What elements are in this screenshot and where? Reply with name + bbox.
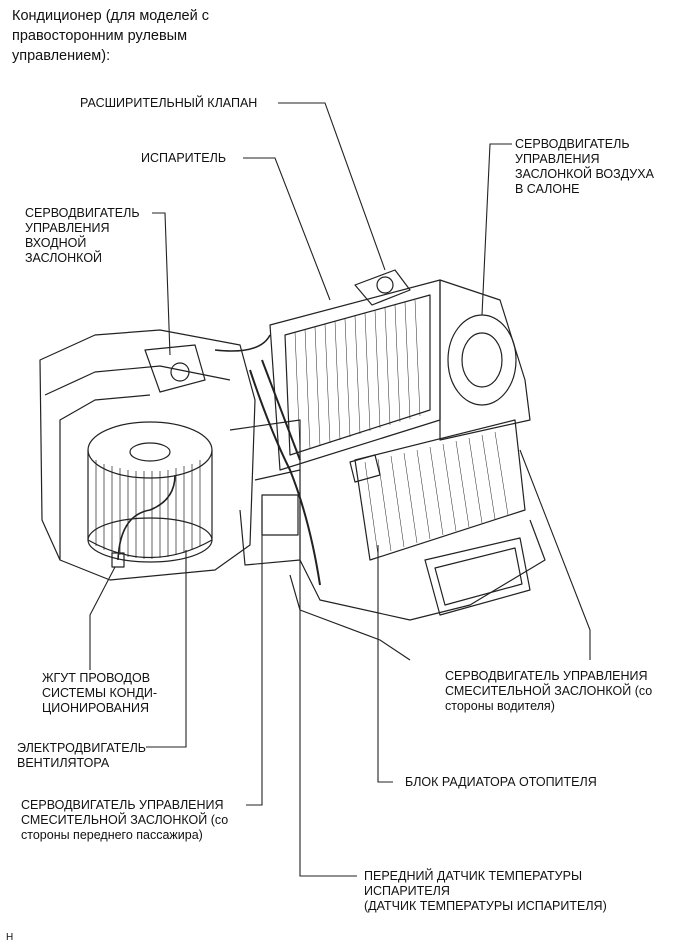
expansion-valve xyxy=(354,269,411,306)
label-mix-servo-passenger-line-3: стороны переднего пассажира) xyxy=(21,828,203,842)
label-mix-servo-passenger-line-2: СМЕСИТЕЛЬНОЙ ЗАСЛОНКОЙ (со xyxy=(21,813,229,827)
label-wire-harness-line-2: СИСТЕМЫ КОНДИ- xyxy=(42,686,158,700)
leader-cabin-air-servo xyxy=(481,143,512,316)
label-blower-motor-line-2: ВЕНТИЛЯТОРА xyxy=(17,756,110,770)
label-inlet-servo-line-4: ЗАСЛОНКОЙ xyxy=(25,251,103,265)
label-evaporator: ИСПАРИТЕЛЬ xyxy=(141,151,226,166)
inlet-servo-motor xyxy=(144,344,206,393)
title-line-3: управлением): xyxy=(12,48,111,64)
title-line-1: Кондиционер (для моделей с xyxy=(12,8,210,24)
label-heater-core: БЛОК РАДИАТОРА ОТОПИТЕЛЯ xyxy=(405,775,597,790)
leader-inlet-servo xyxy=(152,212,171,356)
label-wire-harness-line-3: ЦИОНИРОВАНИЯ xyxy=(42,701,150,715)
blower-fan xyxy=(87,421,213,479)
label-cabin-air-servo-line-3: ЗАСЛОНКОЙ ВОЗДУХА xyxy=(515,167,654,181)
wire-harness xyxy=(117,474,176,561)
label-blower-motor: ЭЛЕКТРОДВИГАТЕЛЬ ВЕНТИЛЯТОРА xyxy=(17,741,146,771)
heater-core xyxy=(354,419,526,561)
label-mix-servo-driver-line-3: стороны водителя) xyxy=(445,699,555,713)
label-cabin-air-servo: СЕРВОДВИГАТЕЛЬ УПРАВЛЕНИЯ ЗАСЛОНКОЙ ВОЗД… xyxy=(515,137,654,197)
cabin-air-servo-motor xyxy=(447,314,517,406)
leader-mix-servo-passenger xyxy=(246,500,263,806)
leader-evaporator xyxy=(243,157,331,301)
label-heater-core-line-1: БЛОК РАДИАТОРА ОТОПИТЕЛЯ xyxy=(405,775,597,789)
label-mix-servo-driver-line-1: СЕРВОДВИГАТЕЛЬ УПРАВЛЕНИЯ xyxy=(445,669,648,683)
leader-blower-motor xyxy=(146,550,187,748)
label-evap-temp-sensor-line-2: ИСПАРИТЕЛЯ xyxy=(364,884,450,898)
diagram-title: Кондиционер (для моделей с правосторонни… xyxy=(12,6,209,66)
label-wire-harness-line-1: ЖГУТ ПРОВОДОВ xyxy=(42,671,151,685)
label-inlet-servo: СЕРВОДВИГАТЕЛЬ УПРАВЛЕНИЯ ВХОДНОЙ ЗАСЛОН… xyxy=(25,206,140,266)
label-cabin-air-servo-line-4: В САЛОНЕ xyxy=(515,182,580,196)
leader-heater-core xyxy=(377,545,393,783)
label-cabin-air-servo-line-2: УПРАВЛЕНИЯ xyxy=(515,152,600,166)
label-expansion-valve: РАСШИРИТЕЛЬНЫЙ КЛАПАН xyxy=(80,96,257,111)
label-evap-temp-sensor-line-3: (ДАТЧИК ТЕМПЕРАТУРЫ ИСПАРИТЕЛЯ) xyxy=(364,899,607,913)
right-housing xyxy=(439,279,531,441)
leader-wire-harness xyxy=(89,566,116,670)
label-mix-servo-driver-line-2: СМЕСИТЕЛЬНОЙ ЗАСЛОНКОЙ (со xyxy=(445,684,653,698)
label-inlet-servo-line-2: УПРАВЛЕНИЯ xyxy=(25,221,110,235)
evaporator-core xyxy=(269,279,441,471)
title-line-2: правосторонним рулевым xyxy=(12,28,188,44)
label-wire-harness: ЖГУТ ПРОВОДОВ СИСТЕМЫ КОНДИ- ЦИОНИРОВАНИ… xyxy=(42,671,157,716)
label-evap-temp-sensor: ПЕРЕДНИЙ ДАТЧИК ТЕМПЕРАТУРЫ ИСПАРИТЕЛЯ (… xyxy=(364,869,607,914)
label-evaporator-line-1: ИСПАРИТЕЛЬ xyxy=(141,151,227,165)
label-expansion-valve-line-1: РАСШИРИТЕЛЬНЫЙ КЛАПАН xyxy=(80,96,258,110)
label-inlet-servo-line-3: ВХОДНОЙ xyxy=(25,236,87,250)
label-mix-servo-passenger: СЕРВОДВИГАТЕЛЬ УПРАВЛЕНИЯ СМЕСИТЕЛЬНОЙ З… xyxy=(21,798,228,843)
leader-evap-temp-sensor xyxy=(299,490,357,877)
leader-mix-servo-driver xyxy=(519,449,591,660)
leader-expansion-valve xyxy=(278,102,386,271)
figure-id: H xyxy=(6,932,14,943)
label-cabin-air-servo-line-1: СЕРВОДВИГАТЕЛЬ xyxy=(515,137,630,151)
label-mix-servo-driver: СЕРВОДВИГАТЕЛЬ УПРАВЛЕНИЯ СМЕСИТЕЛЬНОЙ З… xyxy=(445,669,652,714)
blower-housing xyxy=(39,329,256,581)
label-blower-motor-line-1: ЭЛЕКТРОДВИГАТЕЛЬ xyxy=(17,741,146,755)
label-inlet-servo-line-1: СЕРВОДВИГАТЕЛЬ xyxy=(25,206,140,220)
label-evap-temp-sensor-line-1: ПЕРЕДНИЙ ДАТЧИК ТЕМПЕРАТУРЫ xyxy=(364,869,583,883)
label-mix-servo-passenger-line-1: СЕРВОДВИГАТЕЛЬ УПРАВЛЕНИЯ xyxy=(21,798,224,812)
lower-outlet xyxy=(424,537,531,616)
